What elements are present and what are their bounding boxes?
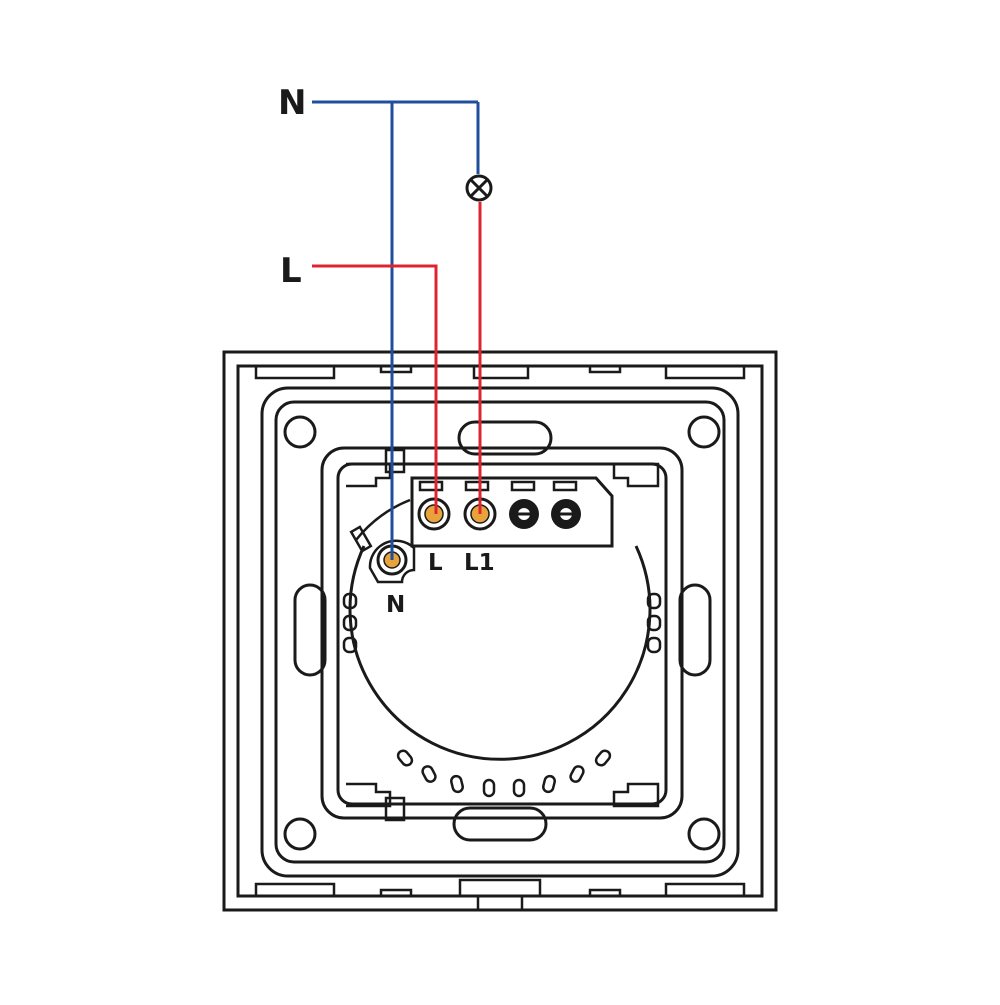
- terminal-label-n: N: [386, 592, 405, 618]
- terminal-unused-4-screw: [551, 499, 581, 529]
- terminal-block-tabs: [418, 480, 578, 492]
- outer-frame: [222, 350, 778, 912]
- terminal-label-l: L: [428, 550, 443, 576]
- supply-label-n: N: [278, 83, 306, 123]
- terminal-label-l1: L1: [464, 550, 495, 576]
- terminal-l-screw: [417, 497, 451, 531]
- screw-hole-bottom-left: [283, 817, 317, 851]
- wires: [312, 100, 482, 560]
- screw-hole-bottom-right: [687, 817, 721, 851]
- terminal-unused-3-screw: [509, 499, 539, 529]
- mounting-plate-outer: [260, 386, 740, 878]
- switch-body: [222, 350, 778, 912]
- screw-hole-top-right: [687, 415, 721, 449]
- live-wire-to-terminal: [312, 264, 438, 514]
- slot-bottom: [452, 806, 548, 842]
- mechanism-housing-inner: [336, 462, 668, 806]
- mounting-plate-inner: [274, 400, 726, 864]
- slot-right: [678, 583, 712, 677]
- mechanism-housing: [320, 446, 684, 820]
- frame-tabs: [254, 364, 746, 912]
- slot-left: [293, 583, 327, 677]
- lamp-cross-circle-icon: [465, 174, 493, 202]
- vent-slots: [396, 749, 612, 798]
- module-tab: [349, 525, 373, 553]
- neutral-wire-to-terminal: [312, 100, 478, 560]
- slot-top: [457, 420, 553, 456]
- neutral-terminal-housing: [368, 539, 416, 584]
- switch-module: [348, 545, 652, 761]
- screw-hole-top-left: [283, 415, 317, 449]
- corner-clips: [346, 448, 660, 822]
- module-left-arc: [355, 498, 411, 541]
- supply-label-l: L: [280, 251, 302, 291]
